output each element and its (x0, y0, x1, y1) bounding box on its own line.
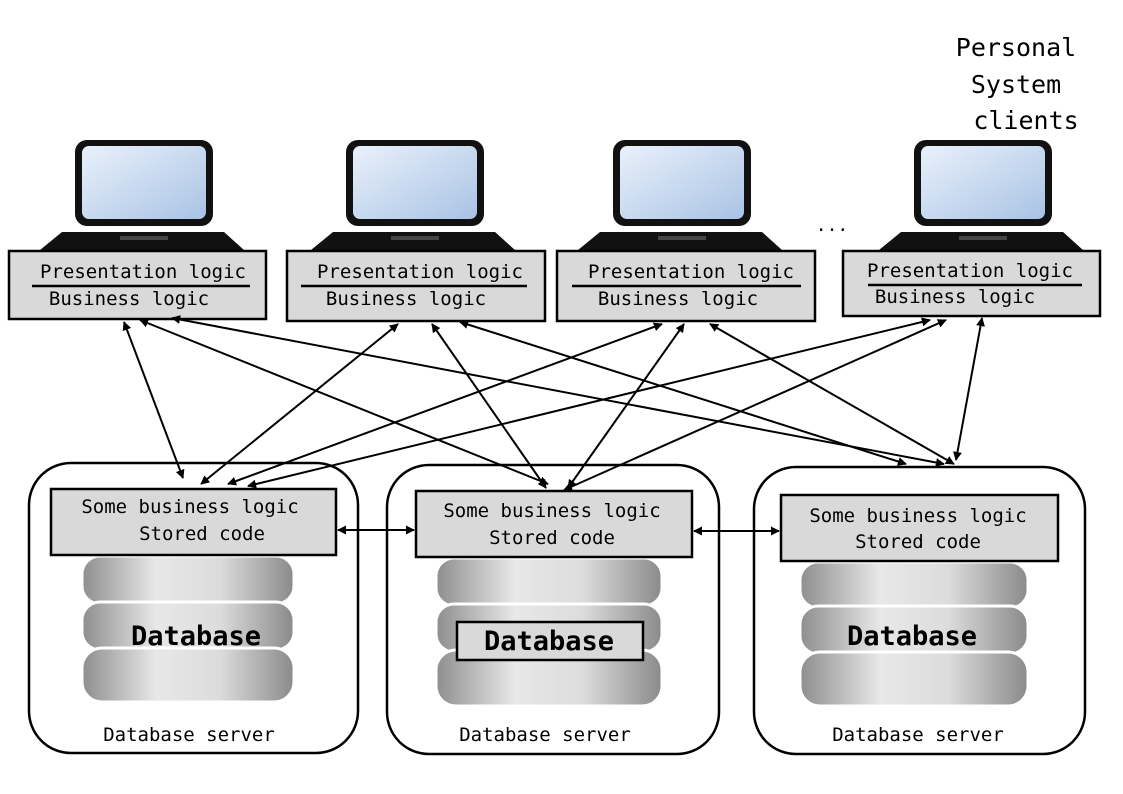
business-logic-label: Business logic (326, 288, 486, 310)
client-box-2: Presentation logic Business logic (285, 249, 547, 323)
database-label-box (455, 620, 645, 662)
laptop-icon-1 (40, 140, 244, 250)
business-logic-label: Business logic (875, 286, 1035, 308)
database-server-label: Database server (832, 724, 1004, 746)
database-icon-1 (80, 554, 296, 704)
database-label: Database (484, 626, 614, 657)
arrow-client4-server1 (247, 317, 931, 489)
server-logic-box-2: Some business logic Stored code (414, 489, 694, 559)
database-server-label: Database server (459, 724, 631, 746)
business-logic-label: Business logic (49, 288, 209, 310)
arrow-client2-server3 (459, 320, 907, 466)
stored-code-label: Stored code (489, 527, 615, 549)
presentation-logic-label: Presentation logic (317, 261, 523, 283)
some-business-logic-label: Some business logic (809, 505, 1026, 527)
client-box-4: Presentation logic Business logic (841, 249, 1102, 318)
stored-code-label: Stored code (855, 531, 981, 553)
arrow-client1-server1 (122, 321, 185, 479)
client-box-1: Presentation logic Business logic (7, 249, 268, 321)
server-logic-box-1: Some business logic Stored code (49, 487, 338, 557)
clients-label-line-1: Personal (956, 33, 1076, 62)
laptop-icon-3 (578, 140, 782, 250)
database-server-label: Database server (103, 724, 275, 746)
business-logic-label: Business logic (598, 288, 758, 310)
server-logic-box-3: Some business logic Stored code (779, 493, 1060, 563)
presentation-logic-label: Presentation logic (867, 260, 1073, 282)
arrow-client3-server1 (227, 322, 663, 486)
clients-label: Personal System clients (956, 33, 1079, 135)
ellipsis-text: ... (816, 215, 849, 236)
presentation-logic-label: Presentation logic (40, 261, 246, 283)
some-business-logic-label: Some business logic (443, 500, 660, 522)
presentation-logic-label: Presentation logic (588, 261, 794, 283)
client-box-3: Presentation logic Business logic (555, 249, 817, 323)
some-business-logic-label: Some business logic (81, 496, 298, 518)
arrow-client2-server1 (200, 323, 399, 485)
clients-label-line-2: System (971, 70, 1061, 99)
laptop-icon-2 (311, 140, 515, 250)
database-label: Database (131, 621, 261, 652)
clients-label-line-3: clients (973, 106, 1078, 135)
stored-code-label: Stored code (139, 523, 265, 545)
connection-arrows (122, 315, 985, 536)
database-label: Database (847, 621, 977, 652)
arrow-client4-server2 (563, 319, 947, 491)
laptop-icon-4 (879, 140, 1083, 250)
arrow-client2-server2 (431, 323, 547, 489)
arrow-client4-server4 (953, 317, 985, 461)
database-icon-3 (798, 560, 1030, 708)
